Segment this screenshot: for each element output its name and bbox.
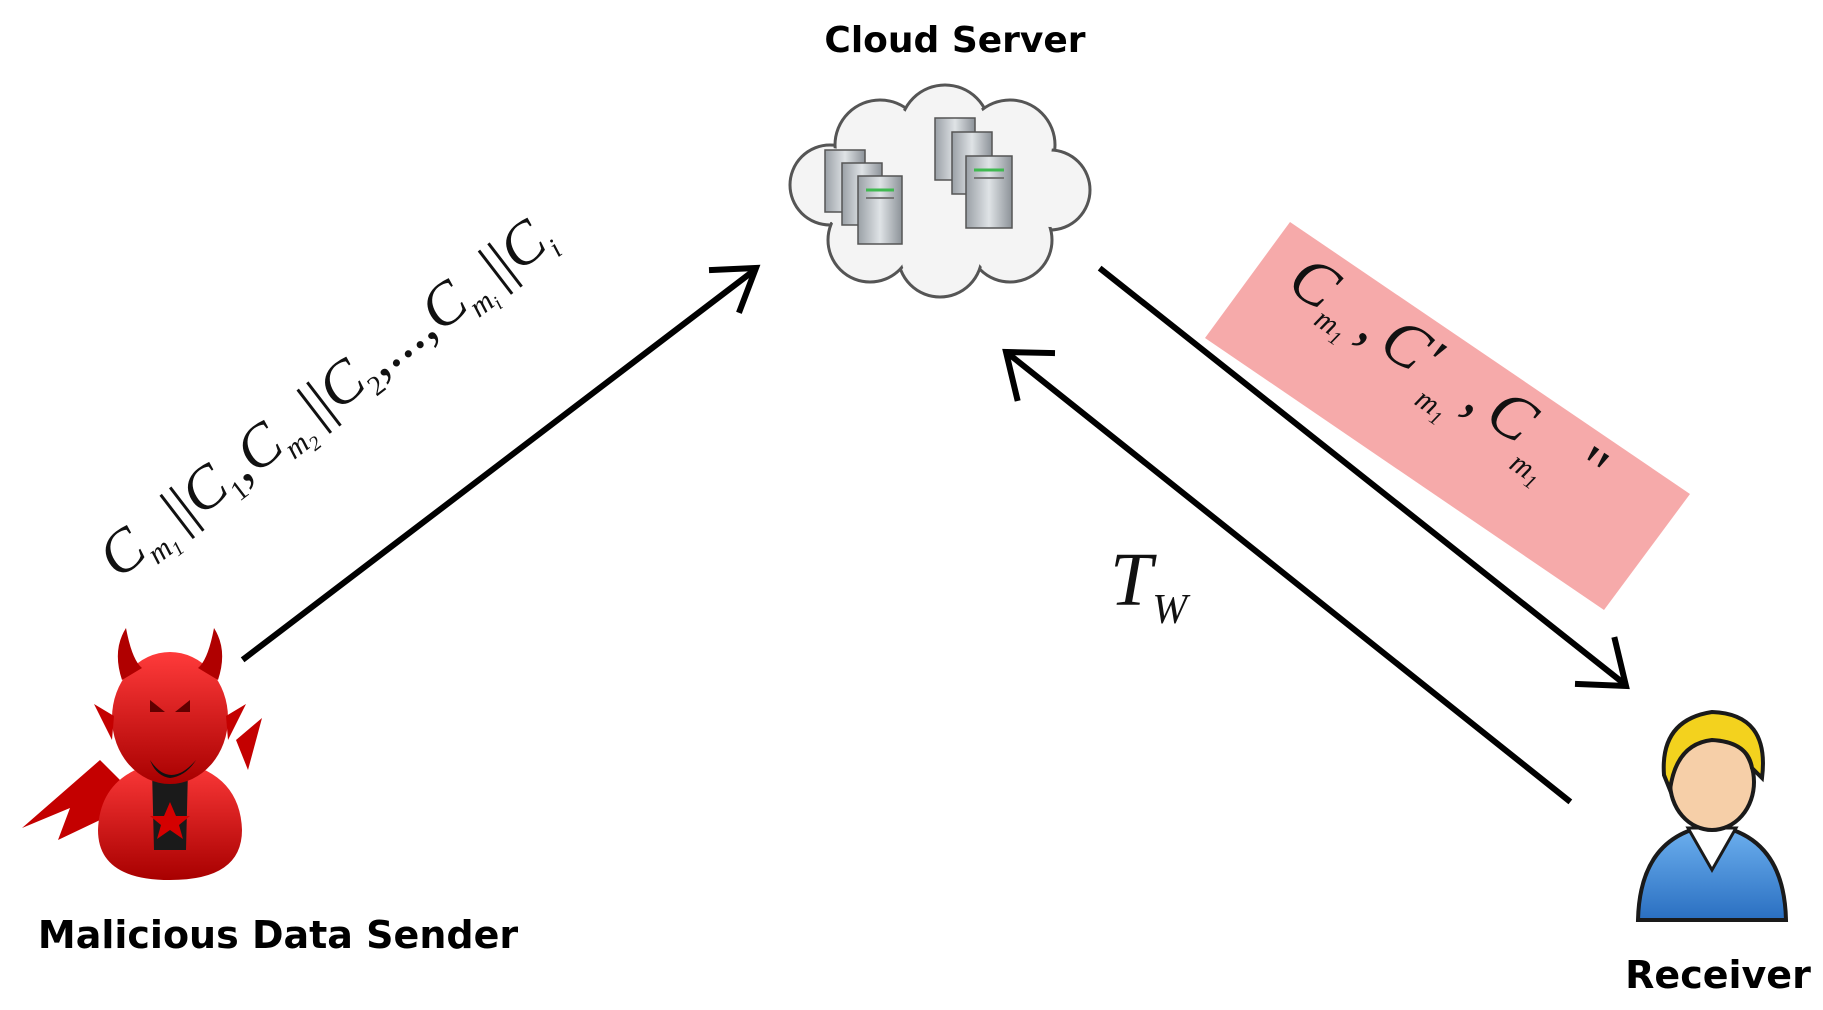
devil-icon	[22, 628, 262, 880]
server-rack-left	[824, 149, 903, 245]
cloud-server-label: Cloud Server	[824, 20, 1085, 61]
upload-ciphertext-label: Cm1||C1,Cm2||C2,...,Cmi||Ci	[86, 202, 571, 599]
arrow-cloud-to-receiver	[1097, 265, 1630, 690]
cloud-server-icon	[788, 83, 1092, 299]
user-icon	[1635, 709, 1789, 922]
response-highlight-box	[1205, 222, 1690, 610]
trapdoor-label: TW	[1110, 538, 1191, 633]
receiver-label: Receiver	[1625, 953, 1811, 997]
svg-text:Cm1||C1,Cm2||C2,...,Cmi||Ci: Cm1||C1,Cm2||C2,...,Cmi||Ci	[86, 202, 571, 599]
arrow-receiver-to-cloud	[1002, 348, 1573, 805]
sender-label: Malicious Data Sender	[38, 913, 518, 957]
server-rack-right	[934, 117, 1013, 229]
arrow-sender-to-cloud	[240, 264, 761, 663]
svg-text:TW: TW	[1110, 538, 1191, 633]
